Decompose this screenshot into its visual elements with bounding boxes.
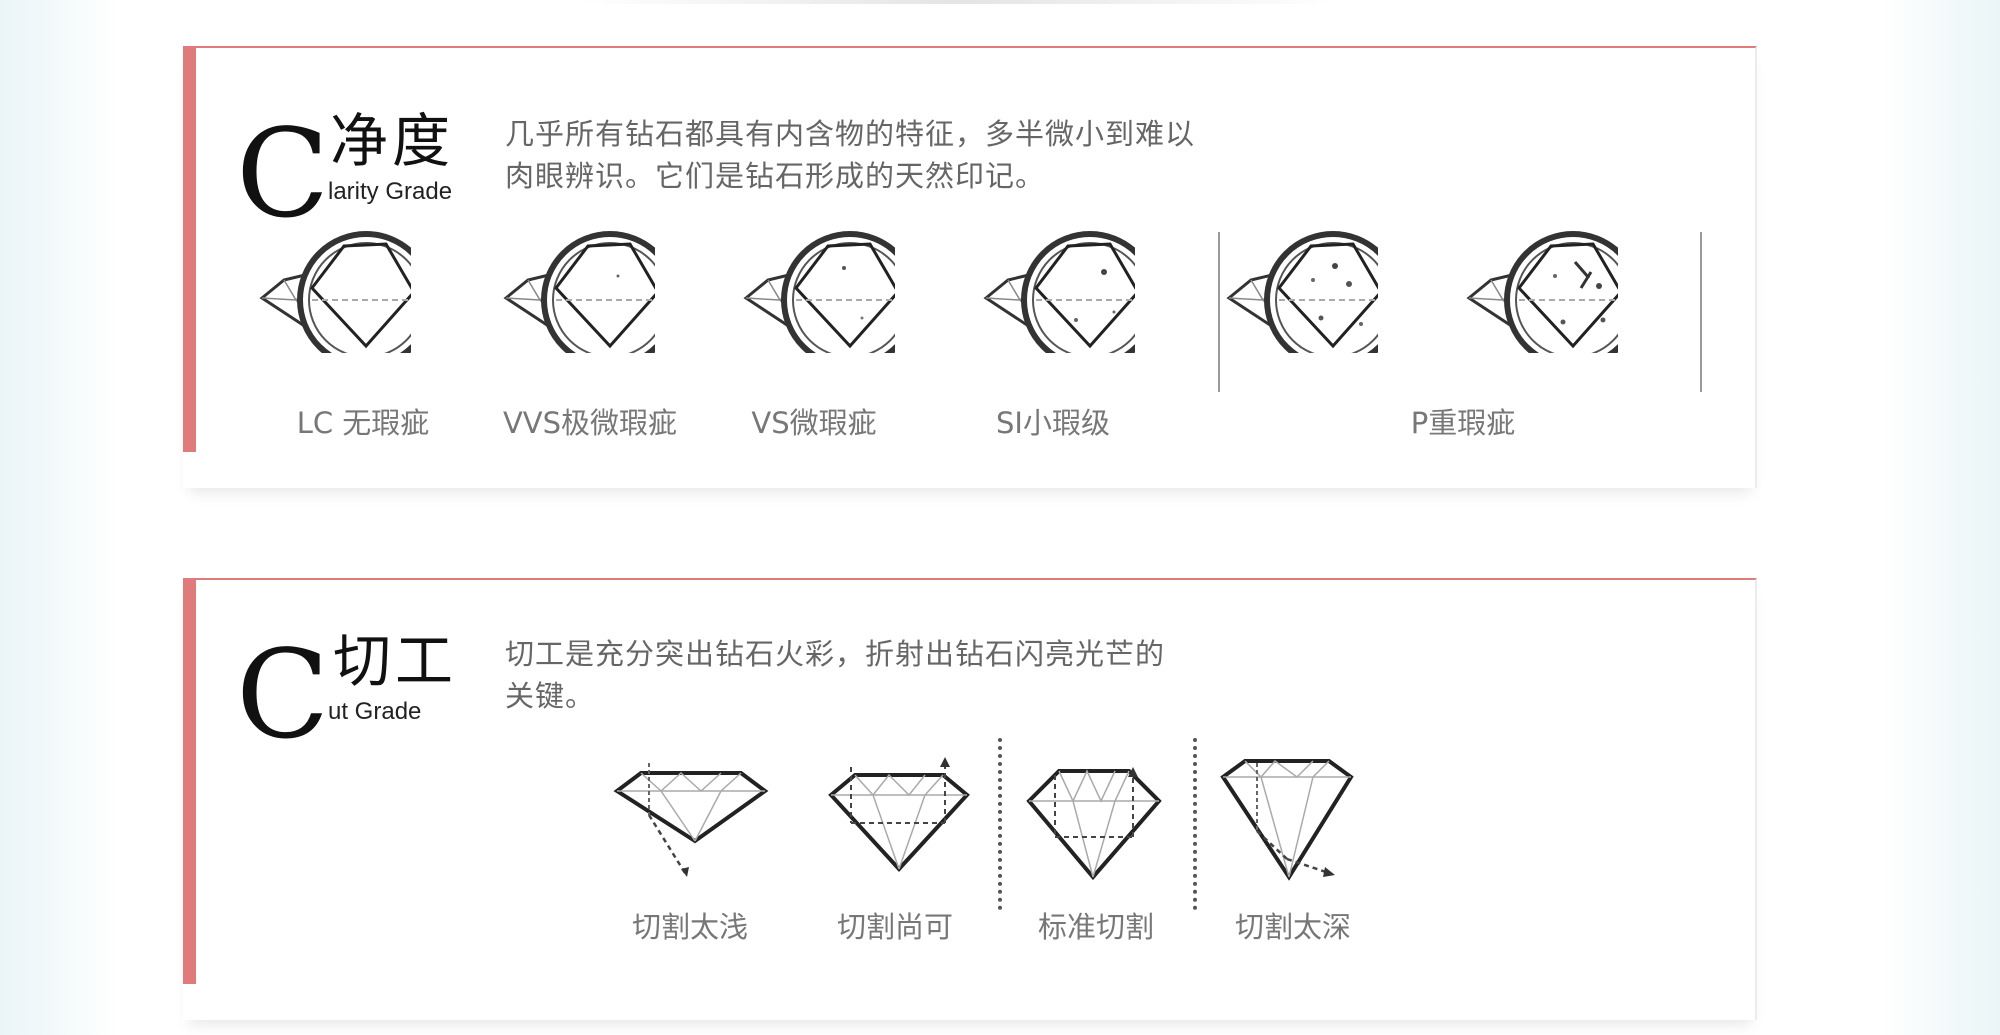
loupe-diamond-p2-icon — [1466, 231, 1618, 353]
cut-description-line-1: 切工是充分突出钻石火彩，折射出钻石闪亮光芒的 — [505, 637, 1166, 671]
cut-initial-letter: C — [236, 624, 330, 766]
cut-description-line-2: 关键。 — [505, 679, 596, 713]
clarity-initial-letter: C — [236, 103, 330, 245]
cut-divider-left — [998, 738, 1002, 910]
clarity-title: 净度 — [330, 107, 455, 175]
loupe-diamond-si-icon — [983, 231, 1135, 353]
p-grade-divider-left — [1218, 232, 1220, 392]
clarity-subtitle: larity Grade — [328, 178, 453, 205]
clarity-description-line-2: 肉眼辨识。它们是钻石形成的天然印记。 — [505, 159, 1046, 193]
p-grade-divider-right — [1700, 232, 1702, 392]
clarity-grade-card: C 净度 larity Grade 几乎所有钻石都具有内含物的特征，多半微小到难… — [183, 46, 1757, 488]
cut-grade-label-fair: 切割尚可 — [836, 910, 954, 944]
cut-grade-label-too-deep: 切割太深 — [1234, 910, 1352, 944]
cut-divider-right — [1193, 738, 1197, 910]
cut-too-deep-icon — [1220, 759, 1354, 881]
cut-grade-card: C 切工 ut Grade 切工是充分突出钻石火彩，折射出钻石闪亮光芒的 关键。 — [183, 578, 1757, 1020]
loupe-diamond-vvs-icon — [503, 231, 655, 353]
loupe-diamond-lc-icon — [259, 231, 411, 353]
top-divider — [580, 0, 1340, 4]
cut-title: 切工 — [333, 627, 458, 695]
cut-description: 切工是充分突出钻石火彩，折射出钻石闪亮光芒的 关键。 — [505, 633, 1165, 717]
clarity-grade-label-p: P重瑕疵 — [1410, 406, 1516, 440]
clarity-grade-label-lc: LC 无瑕疵 — [296, 406, 430, 440]
accent-bar — [183, 48, 196, 452]
loupe-diamond-vs-icon — [743, 231, 895, 353]
cut-grade-label-too-shallow: 切割太浅 — [631, 910, 749, 944]
clarity-grade-label-si: SI小瑕级 — [996, 406, 1110, 440]
clarity-grade-label-vs: VS微瑕疵 — [751, 406, 877, 440]
cut-grade-label-ideal: 标准切割 — [1037, 910, 1155, 944]
cut-too-shallow-icon — [613, 763, 769, 877]
cut-subtitle: ut Grade — [328, 698, 422, 725]
clarity-description-line-1: 几乎所有钻石都具有内含物的特征，多半微小到难以 — [505, 117, 1196, 151]
cut-fair-icon — [828, 757, 970, 872]
clarity-grade-label-vvs: VVS极微瑕疵 — [502, 406, 678, 440]
loupe-diamond-p1-icon — [1226, 231, 1378, 353]
clarity-description: 几乎所有钻石都具有内含物的特征，多半微小到难以 肉眼辨识。它们是钻石形成的天然印… — [505, 113, 1195, 197]
accent-bar — [183, 580, 196, 984]
cut-ideal-icon — [1026, 767, 1162, 881]
